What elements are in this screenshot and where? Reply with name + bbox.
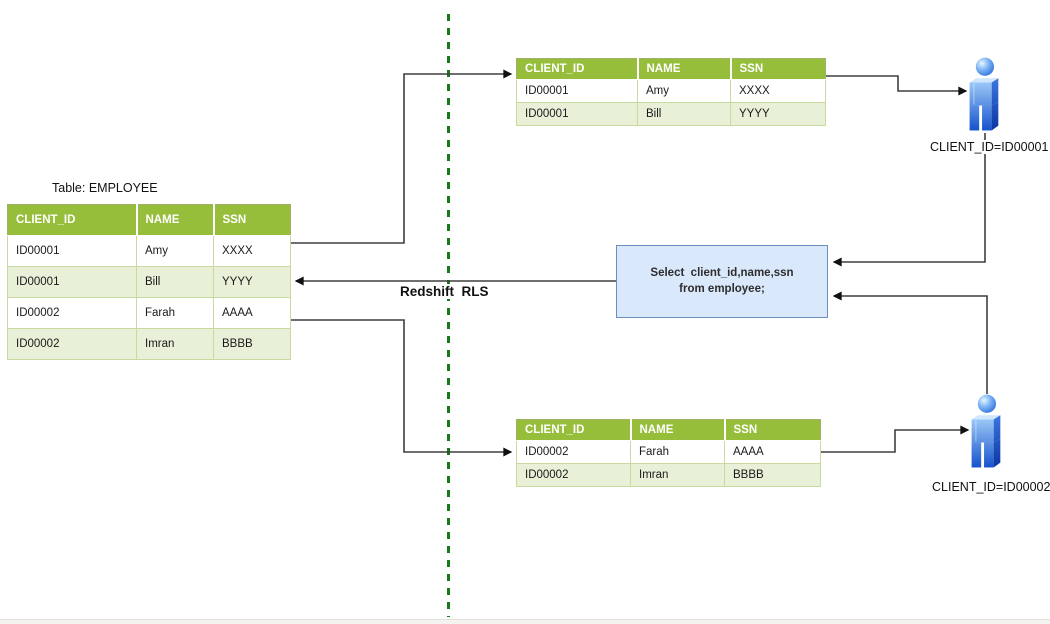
- header-cell: CLIENT_ID: [516, 58, 639, 80]
- data-cell: YYYY: [730, 102, 826, 126]
- table-row: ID00001 Bill YYYY: [7, 266, 291, 298]
- data-cell: XXXX: [730, 79, 826, 103]
- connector-user2-to-query: [832, 291, 988, 394]
- data-cell: ID00001: [516, 102, 638, 126]
- table-header-row: CLIENT_ID NAME SSN: [7, 204, 291, 236]
- user1-client-id-label: CLIENT_ID=ID00001: [928, 140, 1050, 154]
- sql-query-line2: from employee;: [679, 282, 765, 295]
- table-header-row: CLIENT_ID NAME SSN: [516, 58, 826, 80]
- user2-client-id-label: CLIENT_ID=ID00002: [930, 480, 1050, 494]
- user2-person-icon: [971, 394, 1001, 468]
- client2-result-table: CLIENT_ID NAME SSN ID00002 Farah AAAA ID…: [516, 419, 821, 487]
- data-cell: BBBB: [724, 463, 821, 487]
- header-cell: SSN: [213, 204, 291, 236]
- sql-query-box: Select client_id,name,ssn from employee;: [616, 245, 828, 318]
- data-cell: Farah: [136, 297, 214, 329]
- data-cell: Farah: [630, 440, 725, 464]
- header-cell: CLIENT_ID: [516, 419, 632, 441]
- connector-client1-table-to-user1: [825, 75, 968, 96]
- data-cell: AAAA: [213, 297, 291, 329]
- table-row: ID00002 Farah AAAA: [516, 440, 821, 464]
- source-table-title: Table: EMPLOYEE: [52, 181, 158, 195]
- data-cell: ID00001: [7, 235, 137, 267]
- data-cell: BBBB: [213, 328, 291, 360]
- data-cell: Amy: [136, 235, 214, 267]
- header-cell: SSN: [724, 419, 821, 441]
- data-cell: ID00002: [516, 440, 631, 464]
- table-row: ID00001 Bill YYYY: [516, 102, 826, 126]
- header-cell: CLIENT_ID: [7, 204, 138, 236]
- table-row: ID00001 Amy XXXX: [7, 235, 291, 267]
- header-cell: NAME: [630, 419, 726, 441]
- data-cell: ID00001: [7, 266, 137, 298]
- data-cell: AAAA: [724, 440, 821, 464]
- table-row: ID00002 Imran BBBB: [516, 463, 821, 487]
- data-cell: ID00002: [516, 463, 631, 487]
- header-cell: NAME: [136, 204, 215, 236]
- data-cell: YYYY: [213, 266, 291, 298]
- data-cell: Imran: [630, 463, 725, 487]
- data-cell: Imran: [136, 328, 214, 360]
- table-row: ID00002 Imran BBBB: [7, 328, 291, 360]
- connector-employee-to-client1-table: [290, 69, 513, 244]
- connector-employee-to-client2-table: [290, 319, 513, 457]
- data-cell: Bill: [637, 102, 731, 126]
- data-cell: XXXX: [213, 235, 291, 267]
- data-cell: ID00001: [516, 79, 638, 103]
- table-row: ID00002 Farah AAAA: [7, 297, 291, 329]
- user1-person-icon: [969, 57, 999, 131]
- client1-result-table: CLIENT_ID NAME SSN ID00001 Amy XXXX ID00…: [516, 58, 826, 126]
- redshift-rls-label: Redshift RLS: [397, 284, 492, 299]
- header-cell: NAME: [637, 58, 732, 80]
- table-header-row: CLIENT_ID NAME SSN: [516, 419, 821, 441]
- header-cell: SSN: [730, 58, 826, 80]
- data-cell: Amy: [637, 79, 731, 103]
- connector-client2-table-to-user2: [820, 425, 970, 453]
- data-cell: Bill: [136, 266, 214, 298]
- data-cell: ID00002: [7, 297, 137, 329]
- sql-query-line1: Select client_id,name,ssn: [650, 266, 794, 279]
- employee-table: CLIENT_ID NAME SSN ID00001 Amy XXXX ID00…: [7, 204, 291, 360]
- data-cell: ID00002: [7, 328, 137, 360]
- window-bottom-edge: [0, 619, 1050, 624]
- table-row: ID00001 Amy XXXX: [516, 79, 826, 103]
